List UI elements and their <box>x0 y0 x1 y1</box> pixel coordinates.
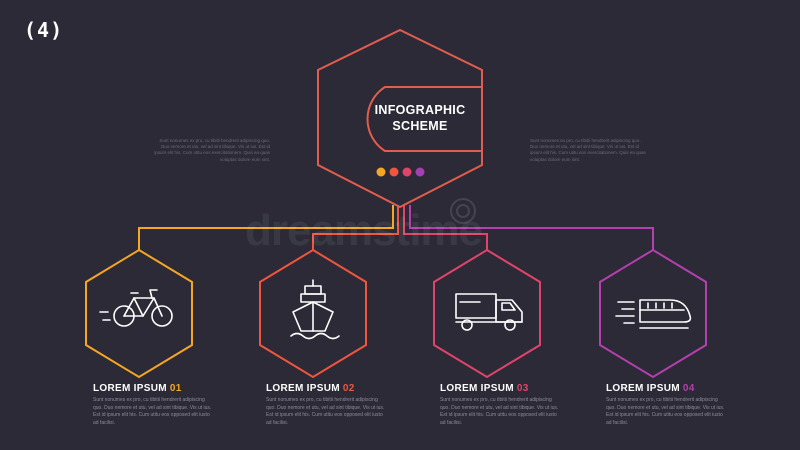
item-number: 01 <box>169 383 182 394</box>
ship-icon <box>290 279 340 340</box>
connector-line-3 <box>403 205 488 250</box>
center-title: INFOGRAPHIC SCHEME <box>360 102 480 134</box>
connector-line-1 <box>138 205 394 250</box>
item-title-text: LOREM IPSUM <box>266 383 340 394</box>
item-hexagon-4 <box>599 248 707 379</box>
train-icon <box>615 299 692 329</box>
item-title-text: LOREM IPSUM <box>440 383 514 394</box>
connector-lines <box>138 205 654 250</box>
central-hexagon <box>317 28 483 209</box>
watermark-text: dreamstime <box>245 206 483 255</box>
item-hexagon-2 <box>259 248 367 379</box>
step-count-label: (4) <box>24 18 64 42</box>
connector-line-2 <box>312 205 399 250</box>
central-label-pill <box>366 86 482 152</box>
center-dots <box>376 167 425 177</box>
center-title-line-1: INFOGRAPHIC <box>374 103 466 117</box>
item-title-text: LOREM IPSUM <box>606 383 680 394</box>
connector-line-4 <box>409 205 654 250</box>
item-description-3: Sunt nonumes ex pro, cu tibitii hendreri… <box>440 397 559 426</box>
item-number: 03 <box>516 383 529 394</box>
item-number: 04 <box>682 383 695 394</box>
item-hexagon-3 <box>433 248 541 379</box>
center-title-line-2: SCHEME <box>392 119 448 133</box>
side-text-left: Sunt nonumes ex pro, cu tibitii hendreri… <box>154 138 270 162</box>
center-dot-4 <box>415 167 425 177</box>
item-description-4: Sunt nonumes ex pro, cu tibitii hendreri… <box>606 397 725 426</box>
center-dot-3 <box>402 167 412 177</box>
truck-icon <box>455 293 523 331</box>
center-dot-2 <box>389 167 399 177</box>
item-description-2: Sunt nonumes ex pro, cu tibitii hendreri… <box>266 397 385 426</box>
item-number: 02 <box>342 383 355 394</box>
center-dot-1 <box>376 167 386 177</box>
item-description-1: Sunt nonumes ex pro, cu tibitii hendreri… <box>93 397 212 426</box>
bicycle-icon <box>99 289 173 327</box>
item-title-text: LOREM IPSUM <box>93 383 167 394</box>
item-hexagon-1 <box>85 248 193 379</box>
side-text-right: Sunt nonumes ex pro, cu tibitii hendreri… <box>530 138 646 162</box>
watermark-spiral-icon <box>450 198 476 224</box>
